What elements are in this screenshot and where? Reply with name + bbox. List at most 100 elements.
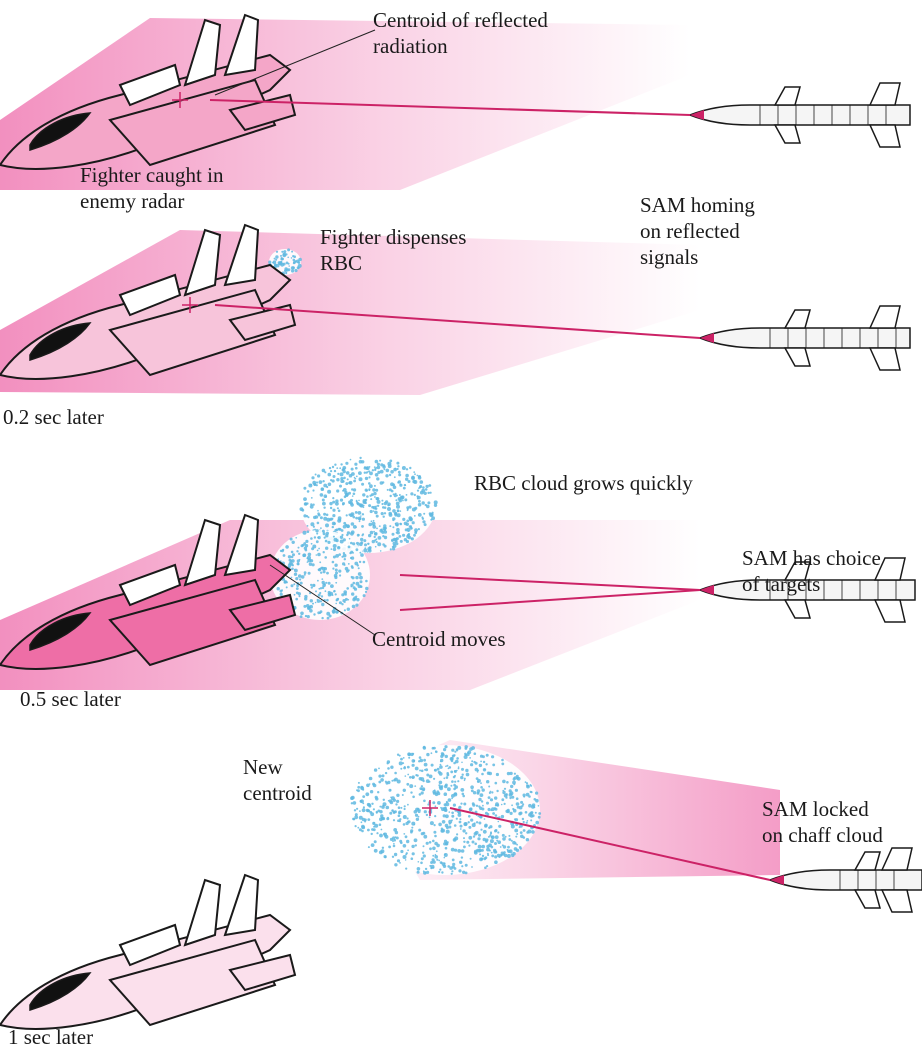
chaff-particle <box>303 531 307 535</box>
chaff-particle <box>321 578 323 580</box>
chaff-particle <box>355 596 357 598</box>
chaff-particle <box>530 791 532 793</box>
chaff-particle <box>406 468 408 470</box>
chaff-particle <box>441 871 443 873</box>
chaff-particle <box>416 818 419 821</box>
chaff-particle <box>510 812 513 815</box>
chaff-particle <box>481 773 484 776</box>
chaff-particle <box>321 617 323 619</box>
chaff-particle <box>418 503 422 507</box>
chaff-particle <box>339 485 342 488</box>
chaff-particle <box>414 515 416 517</box>
chaff-particle <box>369 777 373 781</box>
chaff-particle <box>390 766 393 769</box>
chaff-particle <box>461 856 463 858</box>
chaff-particle <box>394 476 396 478</box>
chaff-particle <box>315 590 317 592</box>
chaff-particle <box>286 581 288 583</box>
chaff-particle <box>446 801 448 803</box>
chaff-particle <box>439 781 443 785</box>
chaff-particle <box>429 816 431 818</box>
chaff-particle <box>379 525 381 527</box>
chaff-particle <box>486 802 489 805</box>
chaff-particle <box>412 852 415 855</box>
chaff-particle <box>473 791 476 794</box>
chaff-particle <box>451 757 454 760</box>
chaff-particle <box>371 833 373 835</box>
chaff-particle <box>463 822 467 826</box>
chaff-particle <box>459 861 462 864</box>
chaff-particle <box>478 798 481 801</box>
chaff-particle <box>355 517 358 520</box>
chaff-particle <box>371 493 374 496</box>
chaff-particle <box>378 536 382 540</box>
chaff-particle <box>481 849 484 852</box>
chaff-particle <box>516 833 518 835</box>
chaff-particle <box>409 784 413 788</box>
chaff-particle <box>400 842 403 845</box>
chaff-particle <box>338 510 341 513</box>
chaff-particle <box>412 796 415 799</box>
chaff-particle <box>523 821 525 823</box>
chaff-particle <box>426 814 428 816</box>
chaff-particle <box>447 865 450 868</box>
chaff-particle <box>322 480 324 482</box>
chaff-particle <box>345 493 349 497</box>
chaff-particle <box>385 772 387 774</box>
chaff-particle <box>322 502 326 506</box>
chaff-particle <box>406 523 409 526</box>
chaff-particle <box>360 515 362 517</box>
chaff-particle <box>402 500 404 502</box>
chaff-particle <box>357 827 359 829</box>
chaff-particle <box>453 776 456 779</box>
chaff-particle <box>440 764 442 766</box>
chaff-particle <box>298 547 300 549</box>
chaff-particle <box>397 819 400 822</box>
chaff-particle <box>491 755 494 758</box>
chaff-particle <box>495 782 498 785</box>
chaff-particle <box>293 261 296 264</box>
chaff-particle <box>444 785 448 789</box>
chaff-particle <box>403 757 405 759</box>
chaff-particle <box>517 777 521 781</box>
chaff-particle <box>313 613 315 615</box>
chaff-particle <box>420 480 424 484</box>
chaff-particle <box>465 832 467 834</box>
chaff-particle <box>538 805 540 807</box>
chaff-particle <box>385 500 388 503</box>
centroid-moves-label: Centroid moves <box>372 626 506 652</box>
chaff-particle <box>357 789 360 792</box>
chaff-particle <box>355 604 358 607</box>
chaff-particle <box>431 752 433 754</box>
chaff-particle <box>443 777 445 779</box>
chaff-particle <box>398 806 401 809</box>
chaff-particle <box>352 542 355 545</box>
chaff-particle <box>522 818 524 820</box>
chaff-particle <box>358 782 360 784</box>
chaff-particle <box>311 476 314 479</box>
chaff-particle <box>477 792 479 794</box>
chaff-particle <box>512 841 516 845</box>
chaff-particle <box>368 523 372 527</box>
chaff-particle <box>483 768 486 771</box>
chaff-particle <box>535 812 537 814</box>
chaff-particle <box>485 763 487 765</box>
chaff-particle <box>296 587 299 590</box>
chaff-particle <box>397 780 401 784</box>
chaff-particle <box>359 460 363 464</box>
chaff-particle <box>324 567 327 570</box>
chaff-particle <box>488 808 491 811</box>
label-text: 1 sec later <box>8 1025 93 1049</box>
chaff-particle <box>396 537 399 540</box>
chaff-particle <box>410 791 412 793</box>
chaff-particle <box>283 554 286 557</box>
chaff-particle <box>438 771 441 774</box>
chaff-particle <box>355 467 358 470</box>
chaff-particle <box>384 835 386 837</box>
chaff-particle <box>381 805 385 809</box>
chaff-particle <box>300 612 304 616</box>
chaff-particle <box>526 793 530 797</box>
chaff-particle <box>305 615 307 617</box>
arrow-head-icon <box>770 875 784 885</box>
chaff-particle <box>426 779 430 783</box>
